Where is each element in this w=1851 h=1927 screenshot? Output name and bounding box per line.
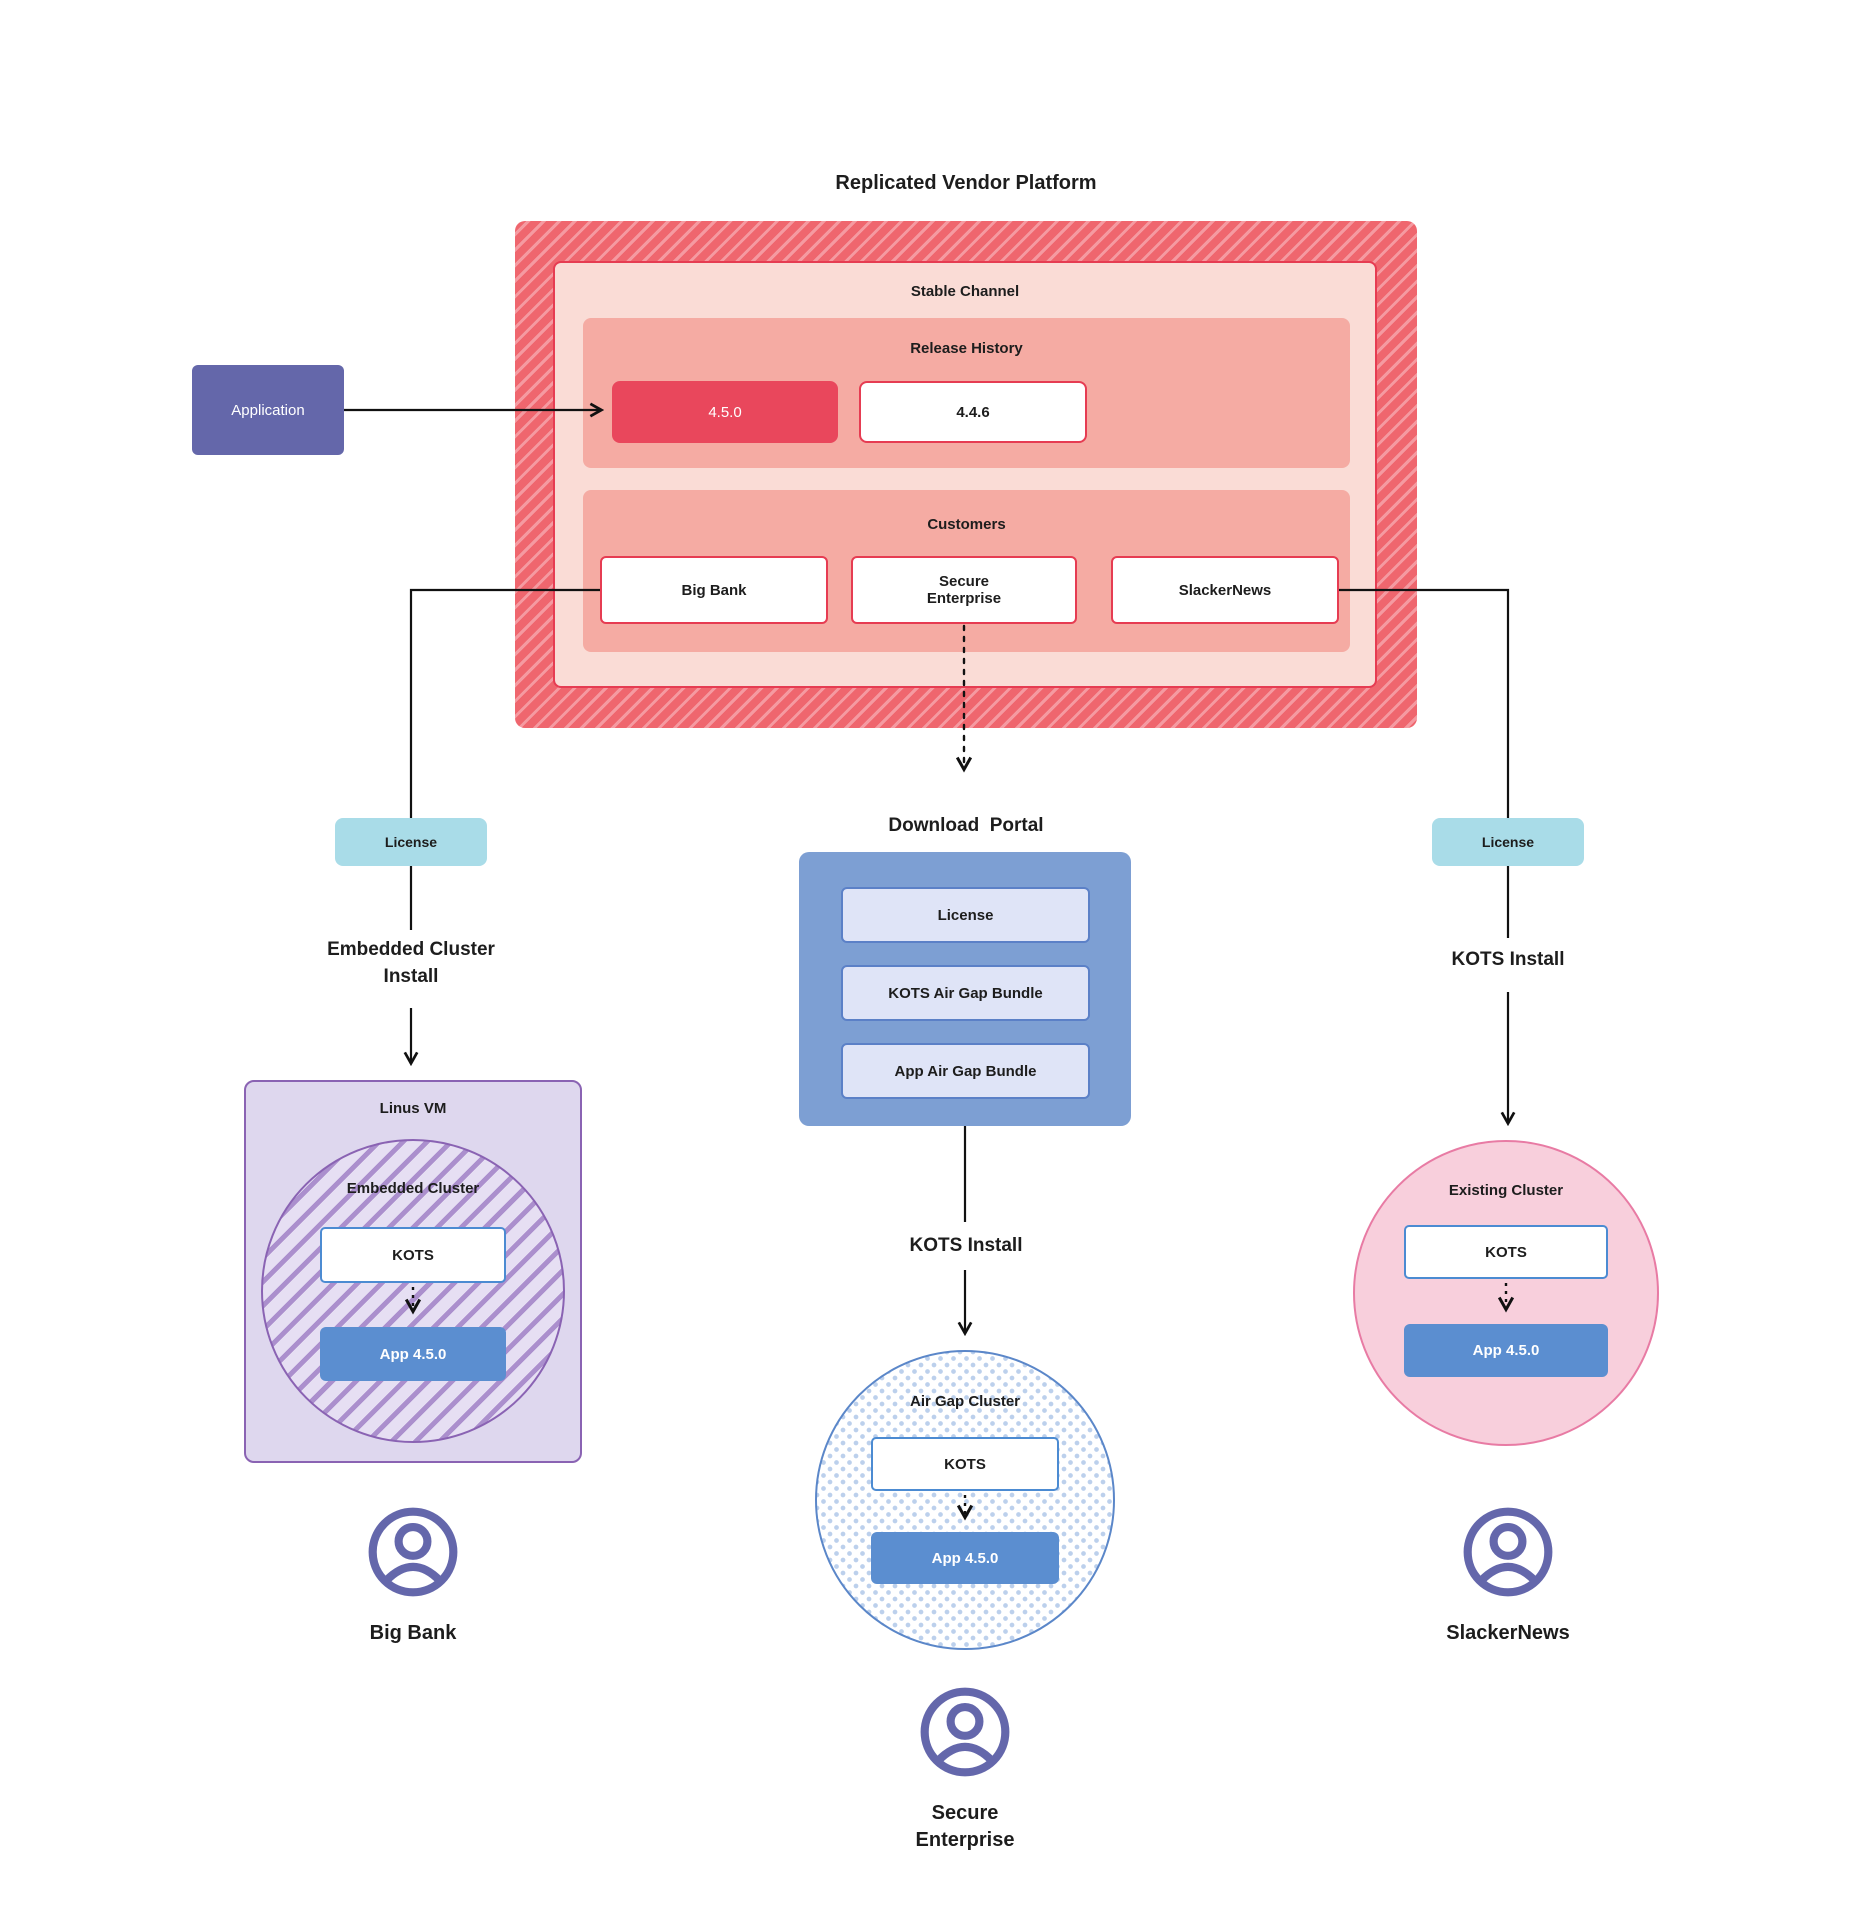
license-node-left: License xyxy=(335,818,487,866)
customer-secure-enterprise: Secure Enterprise xyxy=(851,556,1077,624)
application-label: Application xyxy=(231,401,305,419)
linus-vm-label: Linus VM xyxy=(379,1100,447,1117)
kots-install-label-right: KOTS Install xyxy=(1451,949,1565,970)
release-version-current: 4.5.0 xyxy=(612,381,838,443)
release-version-previous-label: 4.4.6 xyxy=(956,403,990,421)
user-icon-big-bank xyxy=(368,1507,458,1597)
customer-slackernews: SlackerNews xyxy=(1111,556,1339,624)
kots-install-label-middle: KOTS Install xyxy=(909,1235,1023,1256)
customers-label: Customers xyxy=(927,516,1006,533)
air-gap-cluster-label: Air Gap Cluster xyxy=(909,1393,1021,1410)
app-node-right: App 4.5.0 xyxy=(1404,1324,1608,1377)
app-node-left: App 4.5.0 xyxy=(320,1327,506,1381)
user-label-slackernews: SlackerNews xyxy=(1446,1622,1570,1644)
user-icon-secure-enterprise xyxy=(920,1687,1010,1777)
user-label-big-bank: Big Bank xyxy=(369,1622,457,1644)
release-history-label: Release History xyxy=(910,340,1023,357)
license-node-right: License xyxy=(1432,818,1584,866)
release-version-current-label: 4.5.0 xyxy=(708,403,742,421)
kots-node-left: KOTS xyxy=(320,1227,506,1283)
embedded-cluster-label: Embedded Cluster xyxy=(346,1180,480,1197)
application-node: Application xyxy=(192,365,344,455)
portal-item-license: License xyxy=(841,887,1090,943)
kots-node-middle: KOTS xyxy=(871,1437,1059,1491)
diagram-title: Replicated Vendor Platform xyxy=(835,172,1097,194)
user-icon-slackernews xyxy=(1463,1507,1553,1597)
embedded-cluster-install-label: Embedded Cluster Install xyxy=(327,939,495,987)
release-version-previous: 4.4.6 xyxy=(859,381,1087,443)
user-label-secure-enterprise: Secure Enterprise xyxy=(915,1802,1015,1851)
app-node-middle: App 4.5.0 xyxy=(871,1532,1059,1584)
kots-node-right: KOTS xyxy=(1404,1225,1608,1279)
existing-cluster-label: Existing Cluster xyxy=(1448,1182,1564,1199)
customer-big-bank: Big Bank xyxy=(600,556,828,624)
portal-item-app-airgap-bundle: App Air Gap Bundle xyxy=(841,1043,1090,1099)
download-portal-title: Download Portal xyxy=(888,815,1044,836)
portal-item-kots-airgap-bundle: KOTS Air Gap Bundle xyxy=(841,965,1090,1021)
stable-channel-label: Stable Channel xyxy=(910,283,1020,300)
